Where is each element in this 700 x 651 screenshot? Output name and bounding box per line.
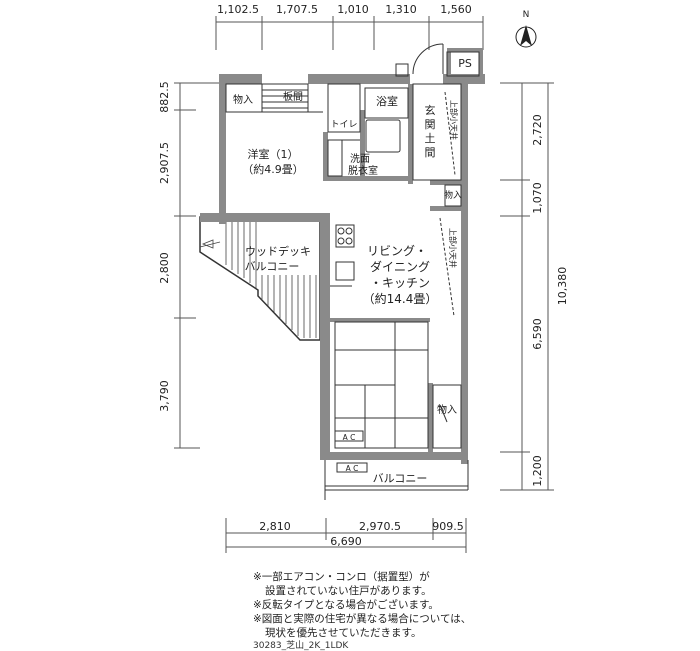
dim-bottom-3: 909.5: [432, 520, 464, 533]
walls: [200, 48, 485, 464]
note-line: ※一部エアコン・コンロ（据置型）が: [253, 571, 430, 583]
label-western-2: （約4.9畳）: [242, 162, 304, 176]
label-genkan-1: 玄: [425, 103, 436, 117]
label-washroom-2: 脱衣室: [348, 164, 378, 177]
dim-bottom-2: 2,970.5: [359, 520, 401, 533]
dim-top-1: 1,102.5: [217, 3, 259, 16]
label-ldk-4: （約14.4畳）: [363, 291, 438, 306]
dim-right-3: 6,590: [531, 318, 544, 350]
dim-right-total: 10,380: [556, 267, 569, 306]
label-joubu-mid: 上部小天井: [448, 228, 458, 268]
dim-top-5: 1,560: [440, 3, 472, 16]
dim-left-3: 2,800: [158, 252, 171, 284]
dim-right-2: 1,070: [531, 182, 544, 214]
dim-bottom-total: 6,690: [330, 535, 362, 548]
dim-bottom-1: 2,810: [259, 520, 291, 533]
label-western-1: 洋室（1）: [248, 147, 299, 161]
label-ldk-2: ダイニング: [370, 259, 430, 274]
dim-top-4: 1,310: [385, 3, 417, 16]
label-storage-mid: 物入: [444, 189, 462, 201]
dim-left-2: 2,907.5: [158, 142, 171, 184]
bottom-dimensions: [225, 518, 467, 553]
label-joubu-top: 上部小天井: [449, 100, 459, 140]
dim-top-2: 1,707.5: [276, 3, 318, 16]
label-bath: 浴室: [376, 94, 398, 108]
label-itama: 板間: [283, 90, 303, 103]
dim-right-1: 2,720: [531, 114, 544, 146]
note-line: 設置されていない住戸があります。: [265, 585, 432, 597]
right-dimensions: [500, 82, 554, 491]
label-genkan-4: 間: [425, 146, 436, 159]
label-ac-inner: A C: [343, 433, 356, 442]
label-genkan-2: 関: [425, 118, 436, 131]
label-balcony: バルコニー: [373, 472, 428, 485]
label-deck-2: バルコニー: [245, 260, 300, 273]
wood-deck: [199, 216, 321, 341]
note-line: 現状を優先させていただきます。: [265, 627, 422, 639]
label-deck-1: ウッドデッキ: [245, 244, 311, 258]
label-ps: PS: [458, 57, 472, 70]
label-washroom-1: 洗面: [350, 153, 370, 165]
label-ldk-3: ・キッチン: [370, 276, 430, 290]
dim-right-4: 1,200: [531, 455, 544, 487]
label-ldk-1: リビング・: [367, 244, 427, 258]
dim-left-1: 882.5: [158, 81, 171, 113]
label-ac-balcony: A C: [346, 464, 359, 473]
notes: ※一部エアコン・コンロ（据置型）が 設置されていない住戸があります。 ※反転タイ…: [253, 570, 471, 640]
label-genkan-3: 土: [425, 132, 436, 145]
top-dimensions: [215, 16, 484, 50]
plan-code: 30283_芝山_2K_1LDK: [253, 641, 349, 651]
label-storage-top: 物入: [233, 93, 253, 106]
label-storage-low: 物入: [437, 403, 457, 416]
dim-left-4: 3,790: [158, 380, 171, 412]
dim-top-3: 1,010: [337, 3, 369, 16]
note-line: ※反転タイプとなる場合がございます。: [253, 599, 439, 611]
north-arrow: N: [515, 10, 537, 48]
note-line: ※図面と実際の住宅が異なる場合については、: [253, 613, 472, 625]
label-toilet: トイレ: [330, 120, 357, 130]
left-dimensions: [174, 82, 220, 449]
interior-lines: [225, 43, 480, 500]
north-label: N: [523, 10, 530, 20]
